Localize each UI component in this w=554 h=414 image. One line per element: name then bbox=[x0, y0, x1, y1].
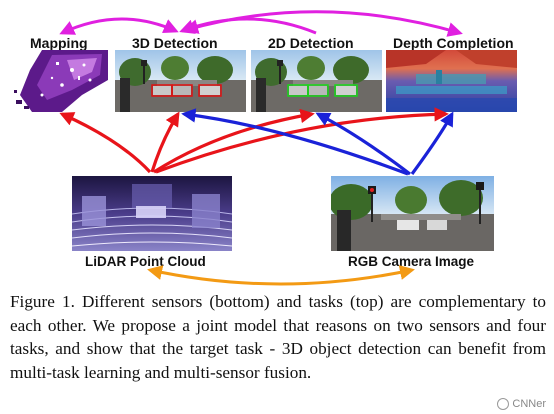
wechat-icon bbox=[497, 398, 510, 410]
2d-detection-image bbox=[251, 50, 382, 112]
3d-detection-image bbox=[115, 50, 246, 112]
arrow-camera-depth bbox=[410, 111, 454, 175]
arrow-mapping-3d bbox=[59, 17, 179, 35]
arrow-lidar-mapping bbox=[59, 112, 152, 174]
rgb-camera-image bbox=[331, 176, 494, 251]
depth-completion-image bbox=[386, 50, 517, 112]
arrow-lidar-depth bbox=[155, 107, 449, 174]
mapping-image bbox=[12, 50, 108, 112]
figure-caption: Figure 1. Different sensors (bottom) and… bbox=[10, 292, 546, 382]
arrow-lidar-camera bbox=[147, 265, 415, 286]
arrow-lidar-3d bbox=[150, 111, 180, 173]
arrow-overlay bbox=[59, 10, 463, 286]
task-label-3d-detection: 3D Detection bbox=[132, 35, 218, 51]
task-label-depth-completion: Depth Completion bbox=[393, 35, 514, 51]
arrow-camera-3d bbox=[181, 108, 409, 176]
task-label-2d-detection: 2D Detection bbox=[268, 35, 354, 51]
arrow-camera-2d bbox=[315, 112, 411, 176]
task-label-mapping: Mapping bbox=[30, 35, 88, 51]
watermark-text: CNNer bbox=[512, 397, 546, 410]
watermark: CNNer bbox=[497, 398, 546, 410]
arrow-lidar-2d bbox=[153, 108, 315, 174]
figure: Mapping 3D Detection 2D Detection Depth … bbox=[12, 10, 517, 286]
arrow-depth-3d bbox=[183, 10, 463, 37]
lidar-point-cloud-image bbox=[72, 176, 232, 251]
